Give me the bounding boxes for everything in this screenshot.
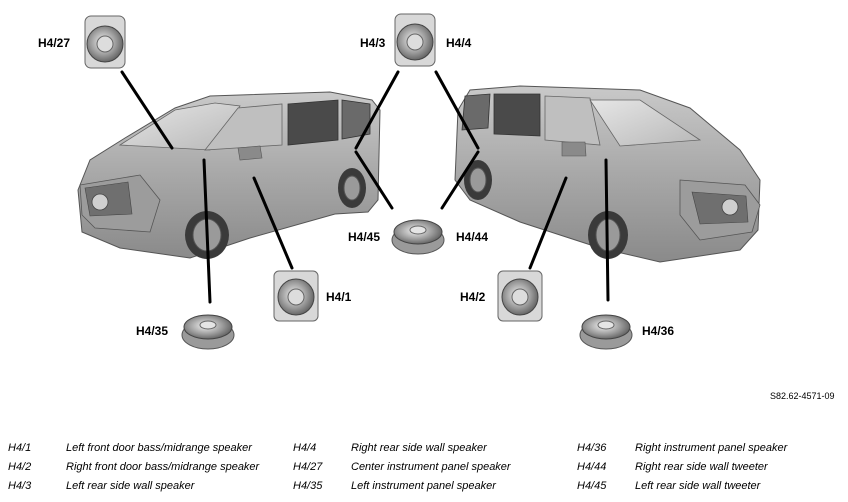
speaker-h4-2 [497, 270, 543, 322]
callout-h4-2: H4/2 [460, 290, 486, 304]
speaker-h4-1 [273, 270, 319, 322]
speaker-h4-3-4 [394, 13, 436, 67]
legend-desc: Left rear side wall tweeter [635, 480, 761, 492]
legend-code: H4/45 [577, 480, 607, 492]
legend-code: H4/44 [577, 461, 607, 473]
legend-code: H4/4 [293, 442, 317, 454]
speaker-h4-27 [84, 15, 126, 69]
legend-code: H4/3 [8, 480, 32, 492]
callout-h4-3: H4/3 [360, 36, 386, 50]
legend-code: H4/1 [8, 442, 32, 454]
legend-desc: Right rear side wall speaker [351, 442, 487, 454]
leader-lines [120, 70, 610, 304]
callout-h4-35: H4/35 [136, 324, 169, 338]
callout-h4-4: H4/4 [446, 36, 472, 50]
callout-h4-44: H4/44 [456, 230, 489, 244]
legend-desc: Right front door bass/midrange speaker [66, 461, 260, 473]
speaker-h4-35 [181, 314, 235, 350]
callout-h4-36: H4/36 [642, 324, 675, 338]
legend-desc: Left rear side wall speaker [66, 480, 195, 492]
legend: H4/1 Left front door bass/midrange speak… [0, 438, 848, 498]
callout-h4-27: H4/27 [38, 36, 71, 50]
legend-code: H4/2 [8, 461, 32, 473]
speaker-h4-36 [579, 314, 633, 350]
callout-h4-1: H4/1 [326, 290, 352, 304]
legend-desc: Left front door bass/midrange speaker [66, 442, 252, 454]
legend-code: H4/27 [293, 461, 323, 473]
speaker-h4-44-45 [391, 219, 445, 255]
left-van [77, 91, 381, 259]
legend-desc: Left instrument panel speaker [351, 480, 496, 492]
speaker-location-diagram: H4/27 H4/3 H4/4 H4/45 H4/44 H4/1 H4/2 H4… [38, 13, 761, 350]
legend-code: H4/35 [293, 480, 323, 492]
legend-desc: Right rear side wall tweeter [635, 461, 768, 473]
legend-code: H4/36 [577, 442, 607, 454]
legend-desc: Right instrument panel speaker [635, 442, 788, 454]
legend-desc: Center instrument panel speaker [351, 461, 511, 473]
callout-h4-45: H4/45 [348, 230, 381, 244]
figure-reference: S82.62-4571-09 [770, 391, 835, 401]
